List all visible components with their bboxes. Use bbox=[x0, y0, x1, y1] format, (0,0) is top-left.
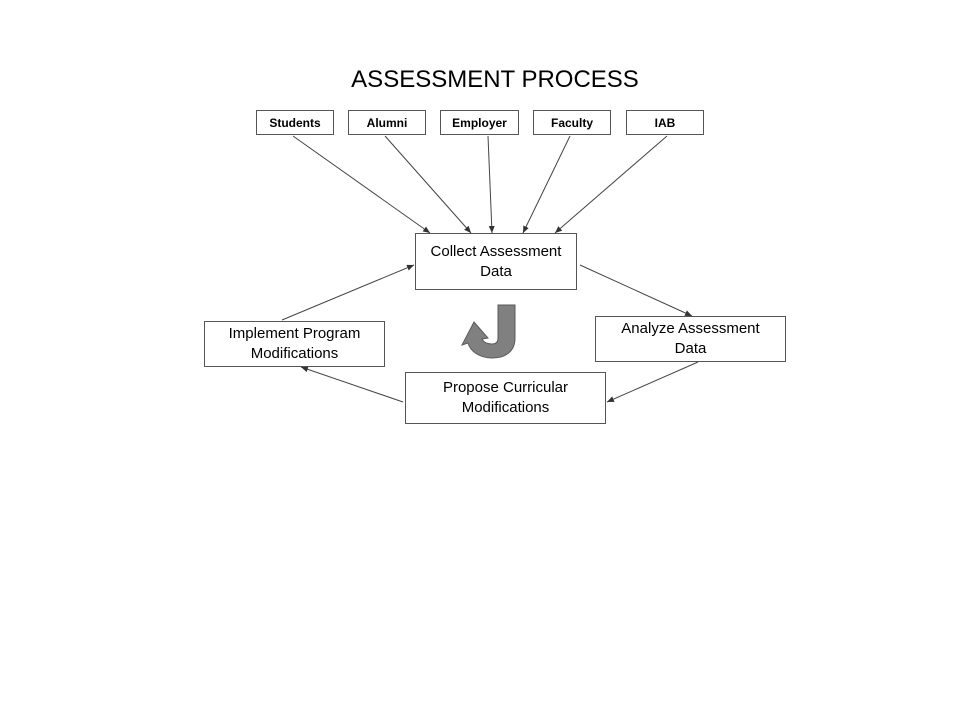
arrow-students-to-collect bbox=[292, 135, 431, 234]
node-implement-program-modifications: Implement Program Modifications bbox=[204, 321, 385, 367]
arrow-analyze-to-propose bbox=[606, 361, 699, 403]
node-propose-curricular-modifications: Propose Curricular Modifications bbox=[405, 372, 606, 424]
source-employer: Employer bbox=[440, 110, 519, 135]
arrow-employer-to-collect bbox=[487, 135, 495, 234]
node-propose-label: Propose Curricular Modifications bbox=[442, 379, 569, 416]
arrow-faculty-to-collect bbox=[522, 135, 571, 234]
arrow-iab-to-collect bbox=[554, 135, 668, 234]
source-alumni: Alumni bbox=[348, 110, 426, 135]
arrow-propose-to-implement bbox=[300, 366, 404, 403]
source-students: Students bbox=[256, 110, 334, 135]
node-collect-assessment-data: Collect Assessment Data bbox=[415, 233, 577, 290]
node-implement-label: Implement Program Modifications bbox=[228, 325, 361, 362]
arrow-collect-to-analyze bbox=[579, 264, 693, 317]
node-collect-label: Collect Assessment Data bbox=[430, 242, 562, 280]
source-iab: IAB bbox=[626, 110, 704, 135]
u-turn-arrow-icon bbox=[460, 304, 516, 359]
source-faculty: Faculty bbox=[533, 110, 611, 135]
arrow-alumni-to-collect bbox=[384, 135, 472, 234]
node-analyze-assessment-data: Analyze Assessment Data bbox=[595, 316, 786, 362]
node-analyze-label: Analyze Assessment Data bbox=[621, 320, 760, 357]
arrow-implement-to-collect bbox=[281, 264, 415, 321]
diagram-title: ASSESSMENT PROCESS bbox=[351, 66, 639, 93]
